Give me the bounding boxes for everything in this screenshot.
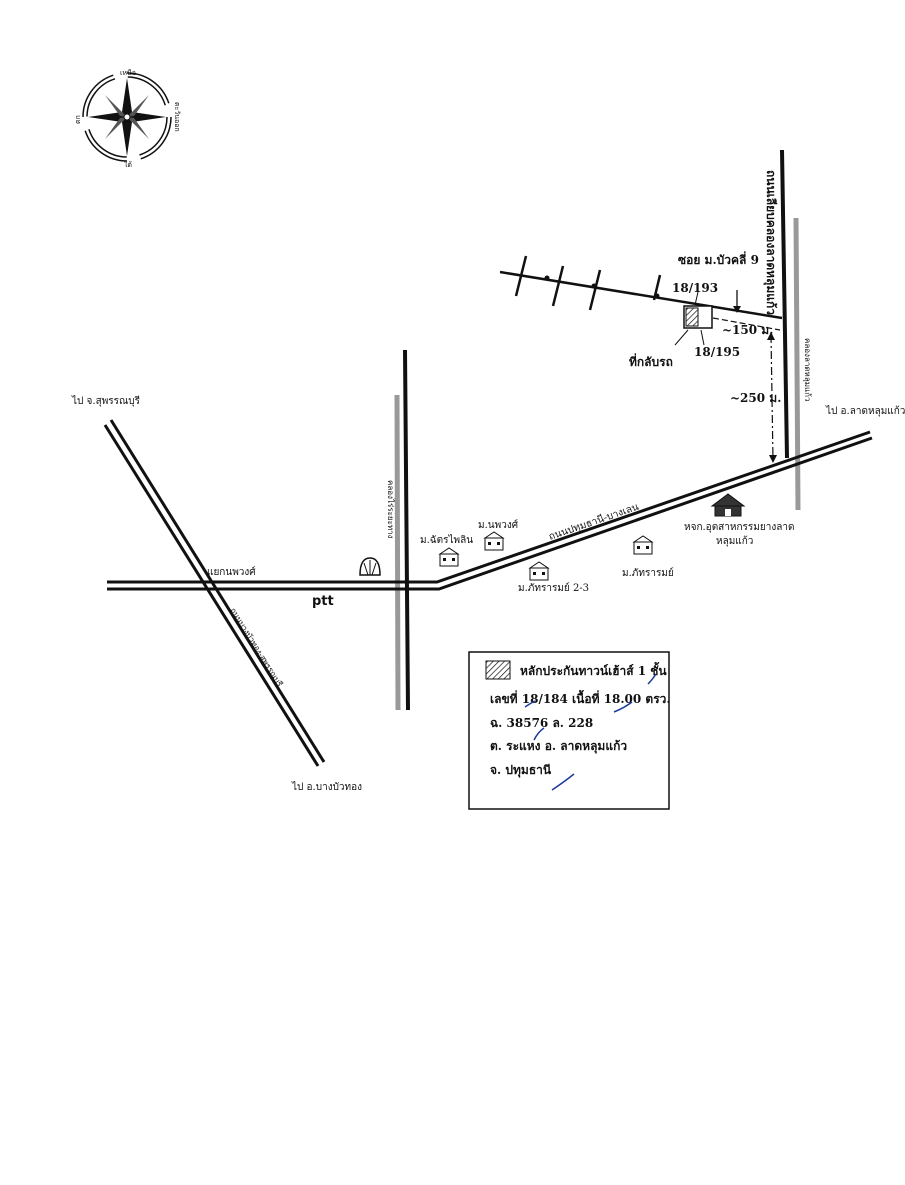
compass-rose-icon: เหนือ ใต้ ตะวันออก ตก [74, 69, 181, 169]
check-mark-2 [524, 700, 536, 708]
label-distance-150: ~150 ม. [722, 323, 773, 337]
check-mark-4 [533, 727, 545, 741]
label-soi: ซอย ม.บัวคลี่ 9 [678, 251, 759, 267]
distance-250-line [770, 334, 774, 461]
label-turnaround: ที่กลับรถ [629, 353, 673, 369]
label-plot-195: 18/195 [694, 345, 740, 359]
label-canal-left: คลองไร่ระยะทาง [386, 480, 395, 539]
check-mark-5 [551, 773, 575, 791]
check-mark-1 [647, 673, 657, 685]
compass-east: ตะวันออก [173, 102, 181, 132]
label-village-3: ม.ภัทรารมย์ 2-3 [518, 582, 589, 594]
label-road-diagonal: ถนนบางบัวทอง-สุพรรณบุรี [228, 606, 284, 689]
road-east-west [107, 430, 873, 591]
legend-line-5: จ. ปทุมธานี [490, 763, 552, 778]
distance-150-line [712, 317, 781, 331]
label-road-north-south: ถนนเลียบคลองลาดหลุมแก้ว [763, 170, 778, 315]
soi-road [499, 270, 783, 320]
legend-line-4: ต. ระแหง อ. ลาดหลุมแก้ว [490, 739, 627, 754]
road-vertical-left [403, 349, 410, 711]
soi-branches [514, 255, 662, 311]
label-school-2: หลุมแก้ว [716, 535, 753, 547]
road-diagonal [103, 419, 326, 767]
ptt-logo: ptt [312, 594, 334, 609]
village-icon-3 [528, 561, 550, 581]
village-icon-2 [483, 531, 505, 551]
label-plot-193: 18/193 [672, 281, 718, 295]
label-intersection: แยกนพวงศ์ [207, 566, 256, 578]
village-icon-4 [632, 535, 654, 555]
label-to-bangbuathong: ไป อ.บางบัวทอง [291, 781, 362, 793]
compass-west: ตก [74, 115, 82, 124]
label-school-1: หจก.อุตสาหกรรมยางลาด [684, 522, 794, 533]
canal-left [394, 394, 401, 711]
check-mark-3 [613, 701, 633, 713]
label-distance-250: ~250 ม. [730, 391, 781, 405]
legend-box: หลักประกันทาวน์เฮ้าส์ 1 ชั้น เลขที่ 18/1… [468, 651, 671, 810]
label-village-1: ม.ฉัตรไพลิน [420, 534, 473, 546]
label-to-latlumkaeo: ไป อ.ลาดหลุมแก้ว [825, 405, 905, 417]
road-north-south [780, 149, 789, 459]
canal-right [793, 217, 801, 511]
label-canal-right: คลองลาดหลุมแก้ว [803, 338, 812, 402]
label-to-suphanburi: ไป จ.สุพรรณบุรี [71, 395, 141, 407]
legend-line-3: ฉ. 38576 ล. 228 [490, 716, 593, 730]
property-hatch [685, 307, 699, 327]
legend-line-1: หลักประกันทาวน์เฮ้าส์ 1 ชั้น [520, 661, 667, 678]
legend-line-2: เลขที่ 18/184 เนื้อที่ 18.00 ตรว. [490, 689, 671, 706]
compass-south: ใต้ [124, 160, 132, 169]
label-village-4: ม.ภัทรารมย์ [622, 567, 674, 579]
school-icon [710, 493, 746, 517]
village-icon-1 [438, 547, 460, 567]
compass-north: เหนือ [120, 69, 136, 77]
label-village-2: ม.นพวงศ์ [478, 519, 519, 531]
shell-station-icon [359, 557, 381, 576]
